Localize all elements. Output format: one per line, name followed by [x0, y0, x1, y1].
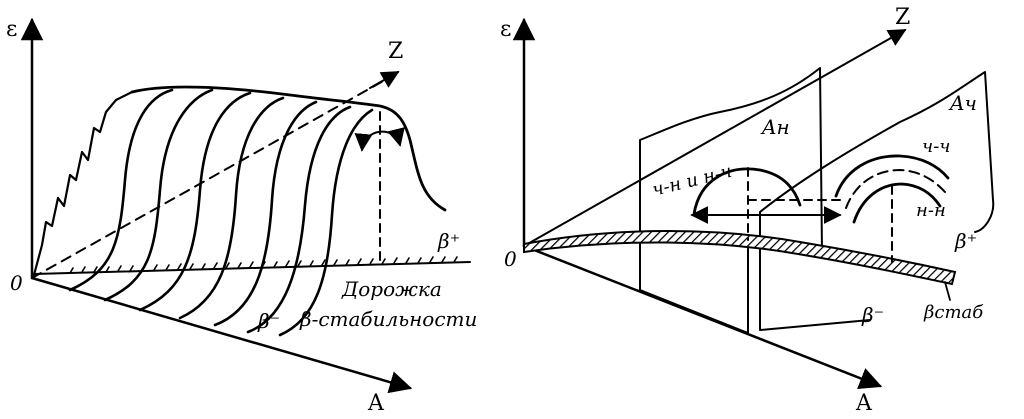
right-origin-label: 0 — [504, 247, 517, 271]
right-plane-an — [639, 67, 823, 334]
left-a-axis — [30, 276, 413, 394]
right-arc-ch-ch — [834, 154, 950, 198]
left-path-label-2: β-стабильности — [299, 307, 477, 331]
left-jagged-edge — [32, 90, 134, 277]
right-arc-ch-n — [692, 167, 802, 216]
right-beta-minus-label: β⁻ — [861, 303, 884, 327]
left-beta-minus-label: β⁻ — [257, 309, 280, 333]
right-label-n-n: н-н — [916, 200, 946, 221]
right-beta-stab-pointer — [944, 281, 951, 301]
right-arc-n-n — [852, 182, 942, 224]
left-beta-plus-label: β⁺ — [437, 229, 460, 253]
left-panel: ε Z A 0 β⁺ β⁻ Дорожка β-стабильности — [6, 17, 477, 416]
right-z-axis — [523, 29, 907, 247]
left-path-label-1: Дорожка — [341, 277, 442, 301]
right-arc-mid-dashed — [845, 169, 946, 209]
right-label-ch-ch: ч-ч — [922, 136, 950, 157]
right-a-axis — [522, 244, 883, 390]
left-z-axis-arrow — [369, 71, 400, 89]
right-beta-stab-label: βстаб — [923, 302, 984, 323]
left-a-label: A — [367, 391, 385, 416]
right-plane-an-label: Aн — [760, 115, 790, 139]
right-z-label: Z — [895, 5, 910, 30]
left-top-ridge — [130, 85, 447, 212]
right-plane-ach-label: Aч — [948, 91, 977, 115]
left-stability-path — [33, 256, 471, 275]
left-origin-label: 0 — [10, 271, 23, 295]
right-eps-label: ε — [500, 17, 511, 42]
left-eps-label: ε — [6, 17, 17, 42]
right-plane-ach — [759, 71, 995, 331]
left-z-axis — [31, 79, 386, 279]
right-beta-plus-label: β⁺ — [954, 229, 977, 253]
right-stability-band — [523, 230, 957, 286]
right-panel: ε Z A 0 Aн Aч ч-н и н-ч ч-ч н-н β⁺ β⁻ βс… — [500, 5, 995, 416]
left-z-label: Z — [388, 39, 403, 64]
left-valley-curves — [68, 88, 374, 337]
right-a-label: A — [855, 391, 873, 416]
